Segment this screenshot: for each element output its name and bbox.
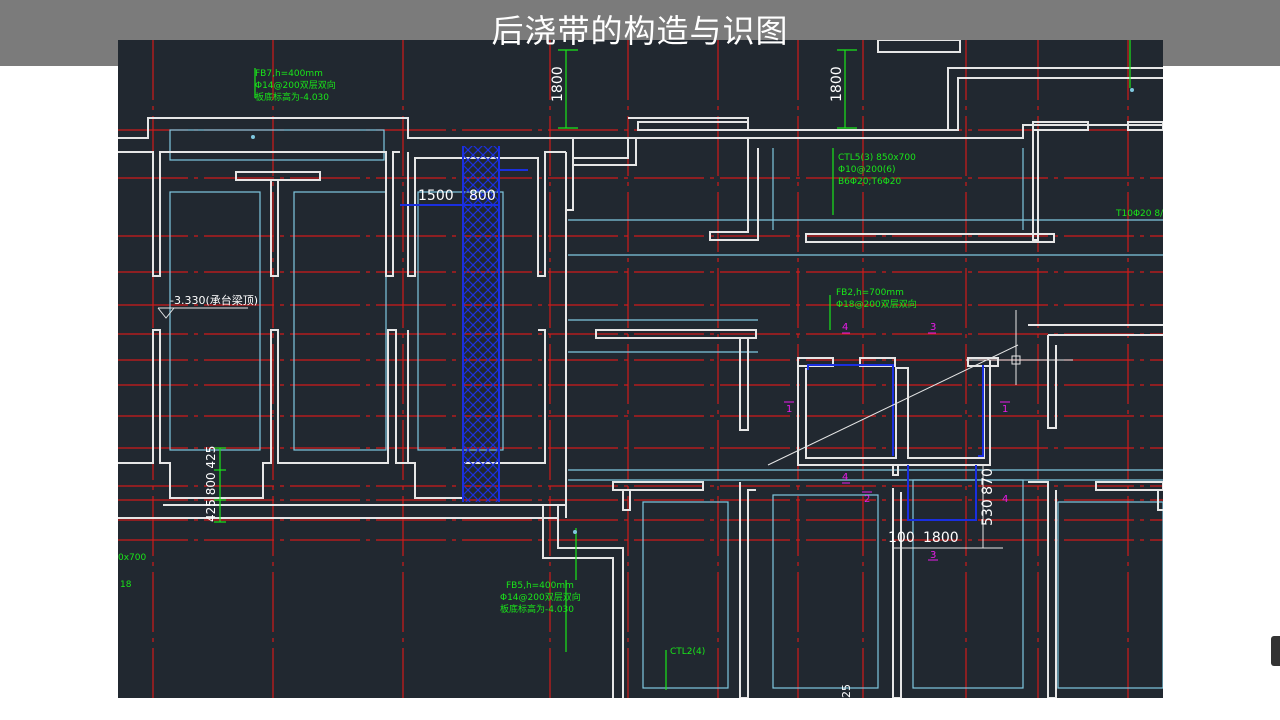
left-partial-label-2: 18 bbox=[120, 580, 132, 590]
inner-outlines bbox=[169, 129, 1163, 689]
section-mark-4-right: 4 bbox=[1002, 494, 1008, 505]
dim-left-vertical: 425 800 425 bbox=[204, 446, 218, 522]
section-mark-2: 2 bbox=[864, 494, 870, 505]
dim-right-vertical: 530 870 bbox=[980, 468, 996, 526]
ctl5-line-3: B6Φ20;T6Φ20 bbox=[838, 177, 902, 187]
axis-lines-horizontal bbox=[118, 129, 1163, 541]
fb7-line-1: FB7,h=400mm bbox=[255, 69, 323, 79]
dim-100: 100 bbox=[888, 530, 915, 546]
section-mark-1-right: 1 bbox=[1002, 404, 1008, 415]
dim-1800-b: 1800 bbox=[829, 66, 845, 102]
fb2-line-2: Φ18@200双层双向 bbox=[836, 298, 917, 310]
section-mark-1-left: 1 bbox=[786, 404, 792, 415]
dim-bottom-edge: 25 bbox=[840, 684, 853, 698]
cad-drawing-canvas[interactable]: FB7,h=400mm Φ14@200双层双向 板底标高为-4.030 FB5,… bbox=[118, 40, 1163, 698]
beam-annotation-ctl5: CTL5(3) 850x700 Φ10@200(6) B6Φ20;T6Φ20 bbox=[838, 153, 916, 187]
fb7-line-3: 板底标高为-4.030 bbox=[255, 91, 329, 103]
section-mark-4-mid: 4 bbox=[842, 472, 848, 483]
cad-drawing: FB7,h=400mm Φ14@200双层双向 板底标高为-4.030 FB5,… bbox=[118, 40, 1163, 698]
beam-annotation-fb5: FB5,h=400mm Φ14@200双层双向 板底标高为-4.030 bbox=[500, 581, 581, 615]
dimension-lines bbox=[214, 40, 1131, 690]
t10-label: T10Φ20 8/ bbox=[1115, 209, 1163, 219]
fb7-line-2: Φ14@200双层双向 bbox=[255, 79, 336, 91]
dim-800: 800 bbox=[469, 188, 496, 204]
beam-annotation-fb7: FB7,h=400mm Φ14@200双层双向 板底标高为-4.030 bbox=[255, 69, 336, 103]
dim-1500: 1500 bbox=[418, 188, 454, 204]
fb2-line-1: FB2,h=700mm bbox=[836, 288, 904, 298]
fb5-line-3: 板底标高为-4.030 bbox=[500, 603, 574, 615]
ctl2-label: CTL2(4) bbox=[670, 647, 705, 657]
fb5-line-2: Φ14@200双层双向 bbox=[500, 591, 581, 603]
elevation-label: -3.330(承台梁顶) bbox=[170, 293, 258, 307]
fb5-line-1: FB5,h=400mm bbox=[506, 581, 574, 591]
elevation-marker: -3.330(承台梁顶) bbox=[157, 293, 258, 319]
section-mark-4-top: 4 bbox=[842, 322, 848, 333]
ctl5-line-1: CTL5(3) 850x700 bbox=[838, 153, 916, 163]
side-scroll-handle[interactable] bbox=[1271, 636, 1280, 666]
left-partial-label-1: 0x700 bbox=[118, 553, 147, 563]
beam-outlines bbox=[118, 40, 1163, 698]
section-mark-3-bottom: 3 bbox=[930, 550, 936, 561]
section-marks: 4 3 1 1 4 2 3 4 bbox=[784, 322, 1010, 561]
dim-1800-bottom: 1800 bbox=[923, 530, 959, 546]
white-dimension bbox=[893, 465, 984, 549]
pick-points bbox=[251, 88, 1134, 534]
ctl5-line-2: Φ10@200(6) bbox=[838, 165, 895, 175]
beam-annotation-fb2: FB2,h=700mm Φ18@200双层双向 bbox=[836, 288, 917, 310]
page-title: 后浇带的构造与识图 bbox=[491, 12, 789, 50]
dim-1800-a: 1800 bbox=[550, 66, 566, 102]
section-mark-3-top: 3 bbox=[930, 322, 936, 333]
selection-lines bbox=[767, 310, 1073, 549]
